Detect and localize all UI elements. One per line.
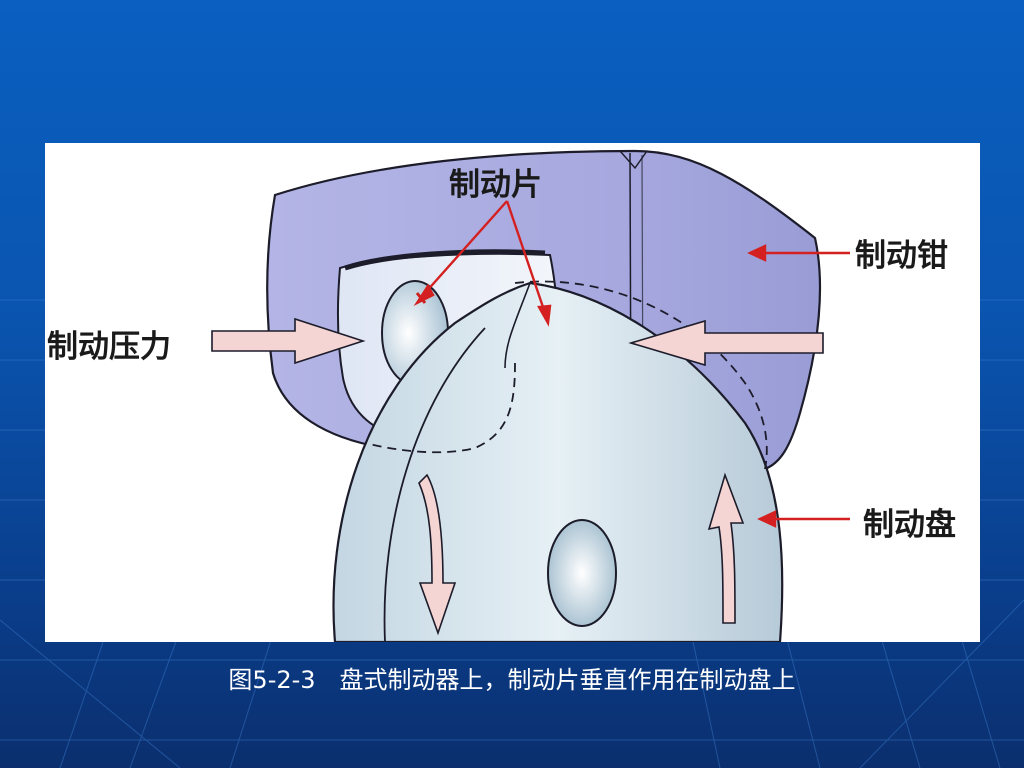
pointer-arrows — [413, 200, 850, 528]
brake-pad-label: 制动片 — [449, 167, 542, 203]
brake-disc — [332, 280, 784, 642]
brake-caliper-label: 制动钳 — [855, 238, 948, 274]
brake-pressure-label: 制动压力 — [47, 329, 171, 365]
figure-panel: 制动片 制动钳 制动压力 制动盘 — [45, 143, 980, 642]
brake-disc-label: 制动盘 — [863, 507, 956, 543]
figure-caption: 图5-2-3 盘式制动器上，制动片垂直作用在制动盘上 — [228, 666, 796, 694]
brake-pressure-arrows — [211, 317, 824, 367]
disc-brake-diagram — [211, 149, 850, 642]
